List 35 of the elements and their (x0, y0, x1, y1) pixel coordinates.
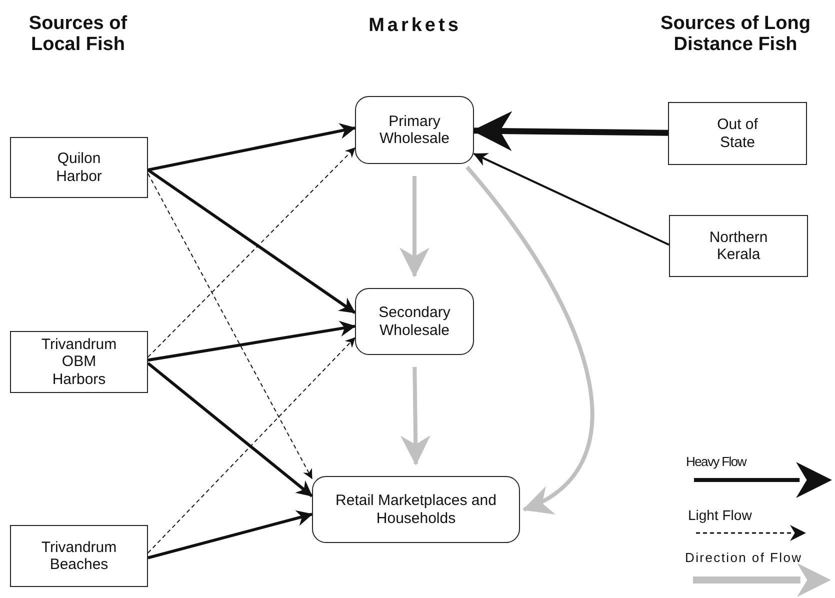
arrow (148, 173, 312, 480)
node-label: Trivandrum Beaches (40, 538, 118, 574)
source-box (668, 102, 807, 165)
node-label: Primary Wholesale (378, 112, 451, 148)
node-label: Trivandrum OBM Harbors (40, 336, 118, 388)
arrow (147, 362, 313, 498)
arrow (148, 147, 356, 358)
legend-label: Direction of Flow (685, 550, 802, 565)
market-box (312, 476, 520, 543)
arrow (466, 166, 594, 512)
arrow (472, 111, 668, 152)
arrow (148, 510, 313, 560)
arrow (148, 123, 356, 172)
arrow (148, 320, 356, 362)
source-box (669, 215, 808, 277)
source-box (10, 525, 148, 587)
node-label: Out of State (716, 116, 759, 151)
node-label: Quilon Harbor (55, 150, 103, 185)
market-box (355, 288, 474, 355)
arrow (473, 152, 670, 246)
arrow (400, 366, 430, 466)
market-box (355, 96, 474, 164)
node-label: Northern Kerala (708, 228, 769, 264)
arrow (147, 168, 356, 314)
arrow (400, 176, 430, 278)
column-heading: Sources of Local Fish (28, 14, 128, 56)
column-heading: Markets (368, 16, 462, 37)
legend-label: Heavy Flow (686, 454, 746, 469)
arrow (148, 337, 356, 554)
node-label: Retail Marketplaces and Households (334, 492, 498, 527)
source-box (10, 137, 148, 198)
column-heading: Sources of Long Distance Fish (660, 14, 812, 56)
source-box (10, 331, 148, 393)
node-label: Secondary Wholesale (378, 304, 452, 339)
legend-label: Light Flow (688, 507, 752, 523)
